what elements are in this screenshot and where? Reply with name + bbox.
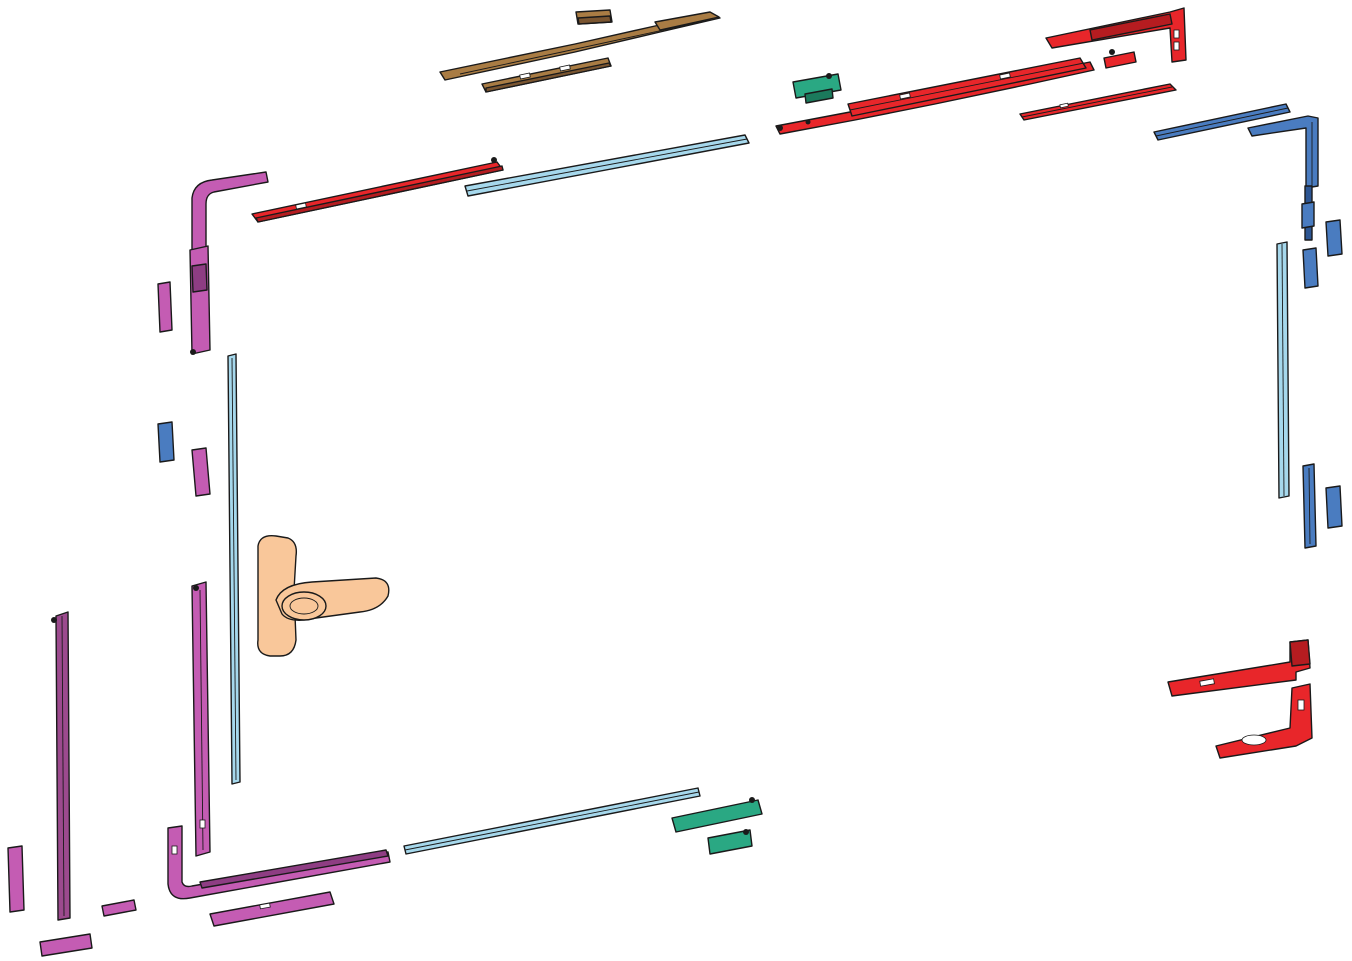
- right-blue-block-lower: [1325, 485, 1343, 529]
- left-magenta-lock-rod: [191, 581, 211, 857]
- bottom-green-keeper-upper: [671, 797, 763, 833]
- bottom-left-keeper-block: [39, 933, 93, 957]
- top-green-keeper: [792, 73, 842, 104]
- right-blue-block-middle: [1302, 247, 1319, 289]
- top-right-blue-bar: [1153, 103, 1291, 141]
- right-red-hinge-upper: [1167, 639, 1311, 697]
- top-right-blue-corner: [1247, 115, 1319, 189]
- top-brown-short-rod: [481, 57, 612, 93]
- left-magenta-keeper-middle: [191, 447, 211, 497]
- bottom-green-keeper-lower: [707, 829, 753, 855]
- top-brown-small-block: [575, 9, 613, 25]
- bottom-left-purple-long-rod: [51, 611, 71, 921]
- right-blue-block-upper: [1325, 219, 1343, 257]
- top-brown-long-rod: [439, 11, 721, 81]
- top-red-small-clip: [1103, 49, 1137, 69]
- left-magenta-keeper-upper: [157, 281, 173, 333]
- bottom-magenta-corner-drive: [167, 825, 391, 900]
- top-red-long-rod: [775, 57, 1095, 135]
- bottom-light-blue-rail: [403, 787, 701, 855]
- bottom-magenta-short-rod: [209, 891, 335, 927]
- right-light-blue-rail: [1276, 241, 1290, 499]
- top-light-blue-rail: [464, 134, 750, 197]
- top-red-short-rod: [1019, 83, 1177, 121]
- left-magenta-corner-drive: [189, 171, 269, 355]
- left-light-blue-rail: [227, 353, 241, 785]
- bottom-left-small-keeper: [7, 845, 25, 913]
- right-blue-lock-rod: [1302, 463, 1317, 549]
- bottom-left-small-clip: [101, 899, 137, 917]
- window-handle: [257, 535, 390, 657]
- right-blue-connector-rod: [1301, 185, 1315, 241]
- top-red-corner-drive: [1045, 7, 1187, 63]
- left-blue-keeper: [157, 421, 175, 463]
- right-red-hinge-lower: [1215, 683, 1313, 759]
- top-left-red-bar: [251, 157, 504, 223]
